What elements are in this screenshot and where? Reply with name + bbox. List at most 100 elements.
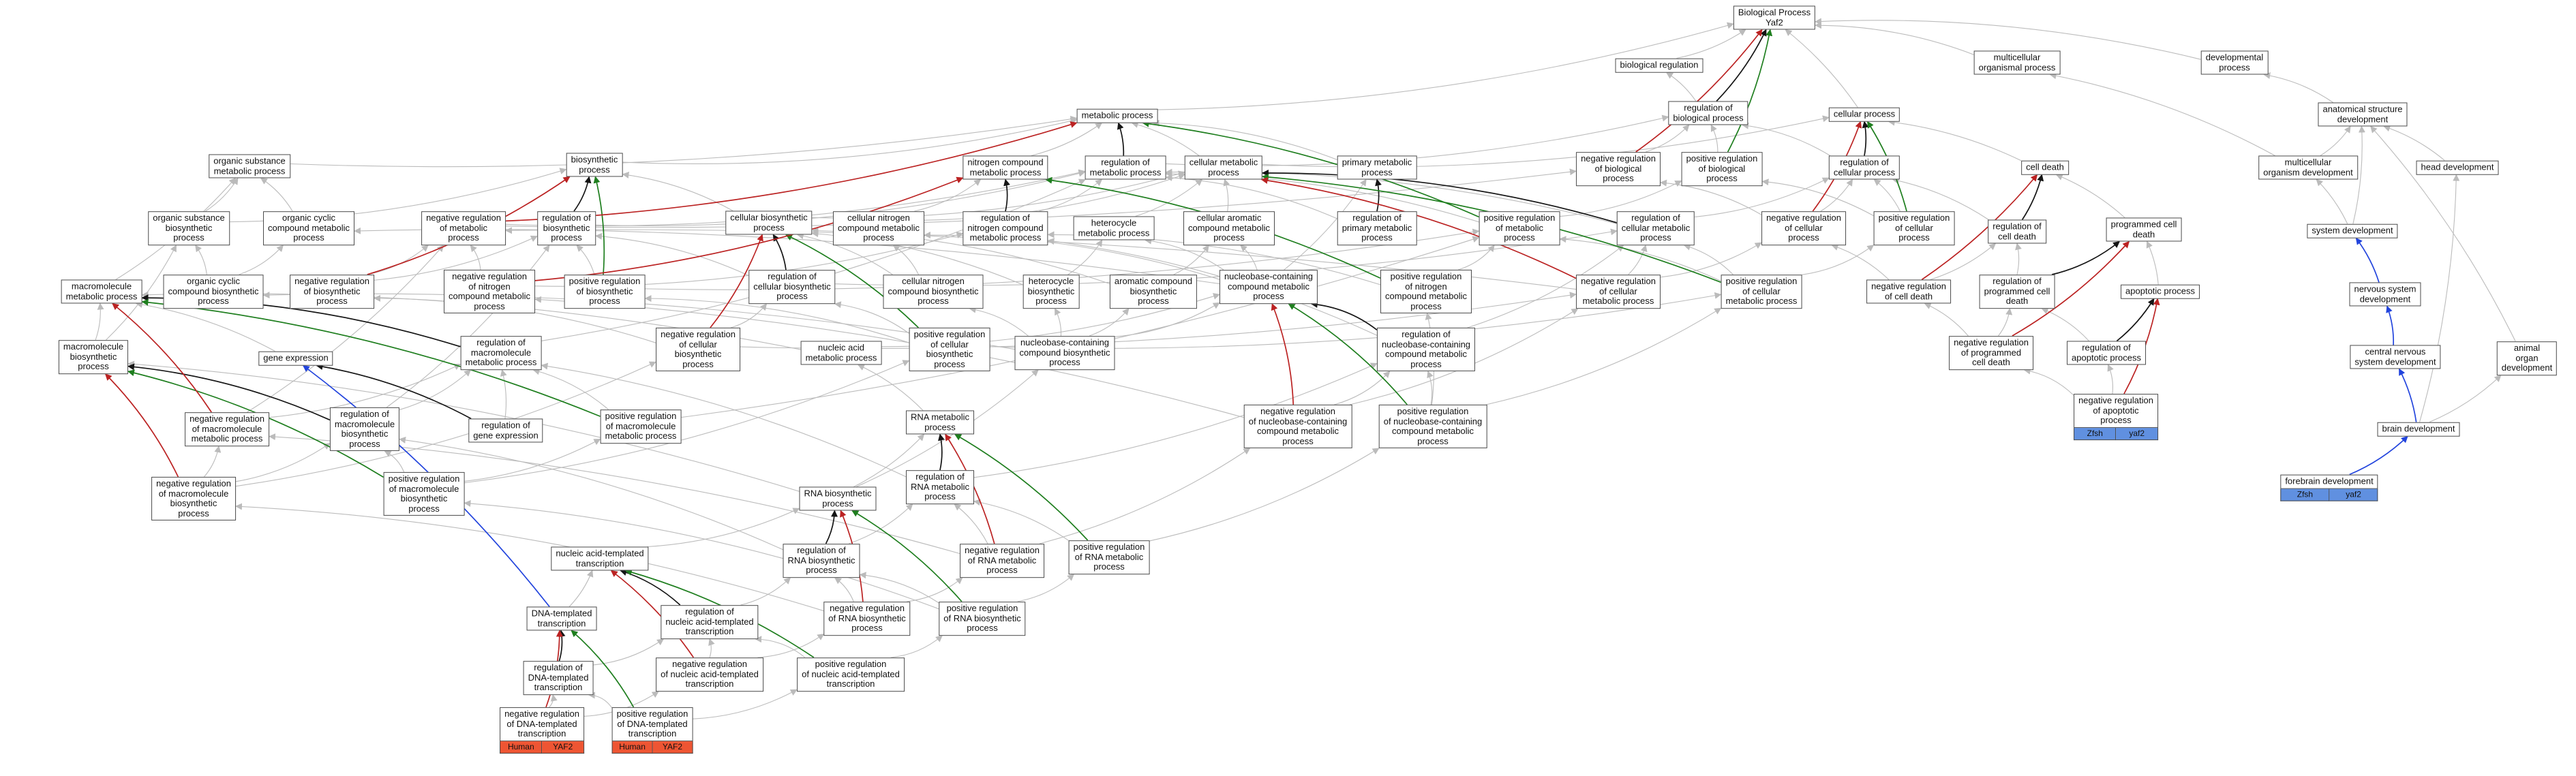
go-term-geneexp[interactable]: gene expression <box>258 351 333 366</box>
go-term-regrnabio[interactable]: regulation of RNA biosynthetic process <box>783 544 860 578</box>
go-term-posregbiosynth[interactable]: positive regulation of biosynthetic proc… <box>564 275 646 309</box>
go-term-mcop[interactable]: multicellular organismal process <box>1973 50 2061 75</box>
go-term-rnabio[interactable]: RNA biosynthetic process <box>799 486 877 511</box>
go-term-bioreg[interactable]: biological regulation <box>1615 58 1703 73</box>
go-term-occmp[interactable]: organic cyclic compound metabolic proces… <box>263 211 354 245</box>
go-term-hetbio[interactable]: heterocycle biosynthetic process <box>1022 275 1080 309</box>
go-term-nsd[interactable]: nervous system development <box>2349 282 2421 307</box>
go-term-negregapop[interactable]: negative regulation of apoptotic process… <box>2074 394 2158 440</box>
go-term-regmet[interactable]: regulation of metabolic process <box>1085 155 1166 180</box>
go-term-negregpcd[interactable]: negative regulation of programmed cell d… <box>1949 336 2033 370</box>
go-term-cnsdev[interactable]: central nervous system development <box>2350 345 2441 369</box>
go-term-cellbiosynth[interactable]: cellular biosynthetic process <box>725 211 813 235</box>
go-term-sysdev[interactable]: system development <box>2307 223 2398 238</box>
go-term-cncbp[interactable]: cellular nitrogen compound biosynthetic … <box>883 275 984 309</box>
go-term-asd[interactable]: anatomical structure development <box>2318 102 2408 127</box>
go-term-negregrnabio[interactable]: negative regulation of RNA biosynthetic … <box>823 602 911 636</box>
go-term-negregcellbio[interactable]: negative regulation of cellular biosynth… <box>656 327 740 372</box>
go-term-negregnccmp[interactable]: negative regulation of nucleobase-contai… <box>1243 404 1352 449</box>
gene-annotation-cell[interactable]: YAF2 <box>542 741 584 754</box>
go-term-negregbiosynth[interactable]: negative regulation of biosynthetic proc… <box>290 275 374 309</box>
go-term-posregcellbio[interactable]: positive regulation of cellular biosynth… <box>909 327 990 372</box>
go-term-negregcell[interactable]: negative regulation of cellular process <box>1761 211 1846 245</box>
go-term-mod[interactable]: multicellular organism development <box>2258 155 2358 180</box>
go-term-regnatt[interactable]: regulation of nucleic acid-templated tra… <box>661 605 759 639</box>
go-term-aod[interactable]: animal organ development <box>2496 341 2558 375</box>
go-term-negregcelldeath[interactable]: negative regulation of cell death <box>1866 279 1951 304</box>
go-term-regdnatx[interactable]: regulation of DNA-templated transcriptio… <box>523 661 594 695</box>
go-term-posregmbp[interactable]: positive regulation of macromolecule bio… <box>383 471 465 516</box>
go-term-bp[interactable]: Biological Process Yaf2 <box>1733 5 1816 30</box>
go-term-negregnatt[interactable]: negative regulation of nucleic acid-temp… <box>656 657 763 692</box>
go-term-regmmp[interactable]: regulation of macromolecule metabolic pr… <box>460 336 542 370</box>
gene-annotation-cell[interactable]: Zfsh <box>2074 427 2117 440</box>
go-term-regcellmet[interactable]: regulation of cellular metabolic process <box>1616 211 1695 245</box>
go-term-regrnamet[interactable]: regulation of RNA metabolic process <box>906 470 974 504</box>
go-term-regpcd[interactable]: regulation of programmed cell death <box>1979 275 2055 309</box>
go-term-regmbp[interactable]: regulation of macromolecule biosynthetic… <box>329 407 400 452</box>
go-term-nccbp[interactable]: nucleobase-containing compound biosynthe… <box>1014 336 1115 370</box>
go-term-regbp[interactable]: regulation of biological process <box>1668 101 1748 125</box>
go-term-pcd[interactable]: programmed cell death <box>2106 217 2182 242</box>
go-term-namp[interactable]: nucleic acid metabolic process <box>800 341 882 365</box>
go-term-devproc[interactable]: developmental process <box>2200 50 2269 75</box>
gene-annotation-cell[interactable]: Human <box>611 741 653 754</box>
gene-annotation-cell[interactable]: Human <box>500 741 543 754</box>
go-term-reggeneexp[interactable]: regulation of gene expression <box>468 418 543 443</box>
go-term-posregmmp[interactable]: positive regulation of macromolecule met… <box>600 409 682 444</box>
go-term-headdev[interactable]: head development <box>2416 160 2499 175</box>
go-term-osmp[interactable]: organic substance metabolic process <box>209 154 290 179</box>
go-term-posregcell[interactable]: positive regulation of cellular process <box>1873 211 1955 245</box>
go-term-regprimmet[interactable]: regulation of primary metabolic process <box>1337 211 1417 245</box>
go-term-negregmet[interactable]: negative regulation of metabolic process <box>421 211 506 245</box>
go-term-negregrnamet[interactable]: negative regulation of RNA metabolic pro… <box>960 544 1044 578</box>
go-term-posregmet[interactable]: positive regulation of metabolic process <box>1479 211 1560 245</box>
go-term-rnamet[interactable]: RNA metabolic process <box>906 410 974 435</box>
go-term-negregmmp[interactable]: negative regulation of macromolecule met… <box>185 412 269 446</box>
go-term-negregncmp[interactable]: negative regulation of nitrogen compound… <box>444 269 535 314</box>
go-term-biosynth[interactable]: biosynthetic process <box>566 153 623 177</box>
go-term-regnccmp[interactable]: regulation of nucleobase-containing comp… <box>1376 327 1476 372</box>
go-term-posregrnamet[interactable]: positive regulation of RNA metabolic pro… <box>1068 540 1150 574</box>
go-term-mmp[interactable]: macromolecule metabolic process <box>61 279 142 304</box>
go-term-braindev[interactable]: brain development <box>2377 422 2460 437</box>
go-term-dnatx[interactable]: DNA-templated transcription <box>526 606 597 631</box>
go-term-mbp[interactable]: macromolecule biosynthetic process <box>58 340 129 374</box>
go-term-ncmp[interactable]: nitrogen compound metabolic process <box>963 155 1048 180</box>
go-term-nccmp[interactable]: nucleobase-containing compound metabolic… <box>1219 270 1318 304</box>
go-term-posregnccmp[interactable]: positive regulation of nucleobase-contai… <box>1378 404 1487 449</box>
go-term-acbp[interactable]: aromatic compound biosynthetic process <box>1109 275 1198 309</box>
go-term-cncmp[interactable]: cellular nitrogen compound metabolic pro… <box>833 211 924 245</box>
go-term-metproc[interactable]: metabolic process <box>1076 108 1158 123</box>
go-term-celldeath[interactable]: cell death <box>2021 160 2069 175</box>
gene-annotation-cell[interactable]: YAF2 <box>652 741 693 754</box>
go-term-regbiosynth[interactable]: regulation of biosynthetic process <box>537 211 596 245</box>
go-term-posregnatt[interactable]: positive regulation of nucleic acid-temp… <box>797 657 905 692</box>
go-term-apoptotic[interactable]: apoptotic process <box>2121 284 2200 299</box>
go-term-hetmet[interactable]: heterocycle metabolic process <box>1073 216 1155 240</box>
go-term-regcelldeath[interactable]: regulation of cell death <box>1988 219 2046 244</box>
go-term-posregdnatx[interactable]: positive regulation of DNA-templated tra… <box>611 707 693 754</box>
go-term-osbp[interactable]: organic substance biosynthetic process <box>148 211 230 245</box>
go-term-cellmet[interactable]: cellular metabolic process <box>1184 155 1263 180</box>
go-term-posregcellmet[interactable]: positive regulation of cellular metaboli… <box>1721 275 1802 309</box>
go-term-regncmp[interactable]: regulation of nitrogen compound metaboli… <box>963 211 1048 245</box>
go-term-posregncmp[interactable]: positive regulation of nitrogen compound… <box>1380 269 1472 314</box>
go-term-regcellproc[interactable]: regulation of cellular process <box>1828 155 1900 180</box>
go-term-occbp[interactable]: organic cyclic compound biosynthetic pro… <box>163 275 264 309</box>
go-term-posregrnabio[interactable]: positive regulation of RNA biosynthetic … <box>939 602 1026 636</box>
go-term-posregbp[interactable]: positive regulation of biological proces… <box>1681 152 1763 186</box>
go-term-natt[interactable]: nucleic acid-templated transcription <box>551 546 649 571</box>
gene-annotation-cell[interactable]: yaf2 <box>2329 488 2378 501</box>
go-term-cellproc[interactable]: cellular process <box>1828 107 1900 122</box>
go-term-negregbp[interactable]: negative regulation of biological proces… <box>1576 152 1661 186</box>
gene-annotation-cell[interactable]: yaf2 <box>2116 427 2158 440</box>
go-term-negregcellmet[interactable]: negative regulation of cellular metaboli… <box>1576 275 1661 309</box>
go-term-negregmbp[interactable]: negative regulation of macromolecule bio… <box>151 476 236 521</box>
go-term-primmet[interactable]: primary metabolic process <box>1337 155 1417 180</box>
go-term-regcellbiosynth[interactable]: regulation of cellular biosynthetic proc… <box>748 270 836 304</box>
gene-annotation-cell[interactable]: Zfsh <box>2280 488 2330 501</box>
go-term-cacmp[interactable]: cellular aromatic compound metabolic pro… <box>1183 211 1275 245</box>
go-term-regapop[interactable]: regulation of apoptotic process <box>2067 341 2146 365</box>
